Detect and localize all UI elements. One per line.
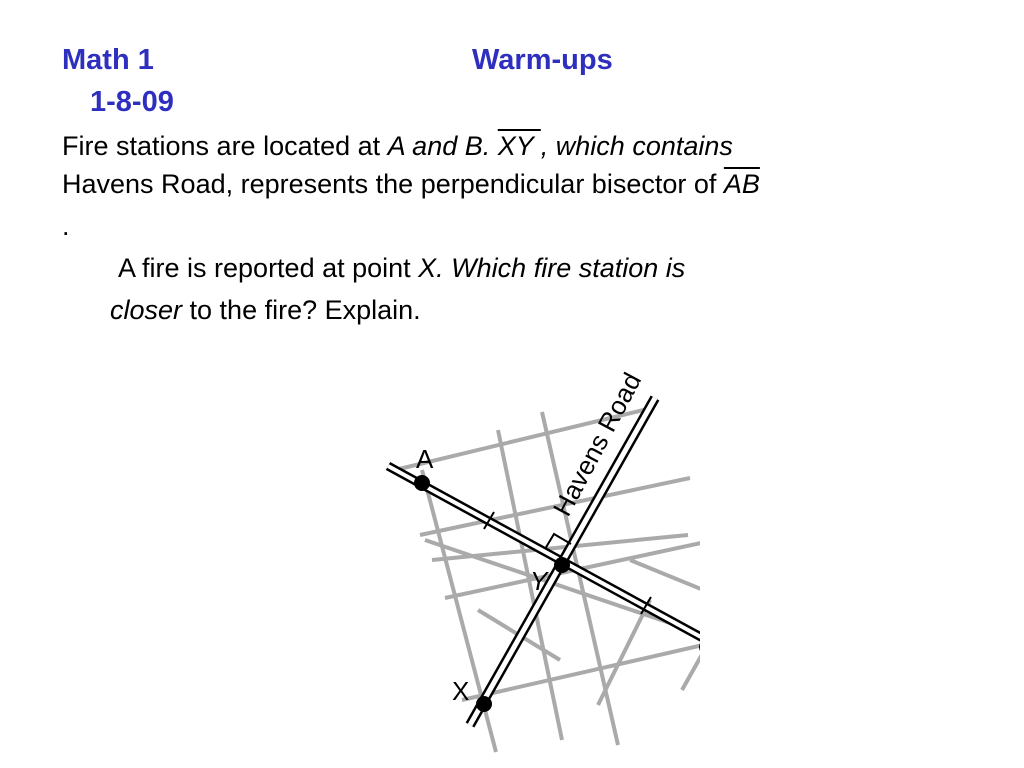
point-x: [476, 696, 492, 712]
tick-mark: [640, 596, 652, 615]
grid-street: [394, 406, 653, 472]
text-italic: , which contains: [540, 131, 733, 161]
grid-street: [496, 429, 564, 741]
text: to the fire? Explain.: [182, 295, 421, 325]
text: Fire stations are located at: [62, 131, 388, 161]
point-b: [699, 643, 700, 651]
text-italic: closer: [110, 295, 183, 325]
grid-street: [680, 653, 700, 691]
text: A fire is reported at point: [118, 253, 419, 283]
text: .: [62, 211, 70, 241]
course-heading: Math 1: [62, 44, 154, 76]
point-y: [554, 557, 570, 573]
grid-street: [419, 476, 691, 537]
problem-line-2: Havens Road, represents the perpendicula…: [62, 166, 760, 202]
tick-mark: [483, 511, 495, 530]
point-a: [414, 475, 430, 491]
right-angle-mark: [544, 532, 572, 550]
problem-line-3: .: [62, 208, 70, 244]
grid-street: [431, 533, 689, 562]
label-y: Y: [530, 566, 549, 596]
label-a: A: [416, 444, 434, 474]
grid-street: [596, 599, 652, 706]
grid-street: [461, 643, 700, 702]
label-x: X: [452, 676, 469, 706]
date-heading: 1-8-09: [90, 86, 174, 118]
street-map-figure: A B Y X Havens Road: [385, 368, 700, 753]
page-title: Warm-ups: [472, 44, 613, 76]
text-italic: X. Which fire station is: [418, 253, 686, 283]
text-italic: A and B.: [387, 131, 498, 161]
segment-xy: XY: [497, 131, 541, 161]
problem-line-1: Fire stations are located at A and B. XY…: [62, 128, 733, 164]
grid-street: [629, 558, 700, 591]
problem-line-4: A fire is reported at point X. Which fir…: [118, 250, 685, 286]
problem-line-5: closer to the fire? Explain.: [110, 292, 421, 328]
text: Havens Road, represents the perpendicula…: [62, 169, 724, 199]
segment-ab: AB: [723, 169, 760, 199]
